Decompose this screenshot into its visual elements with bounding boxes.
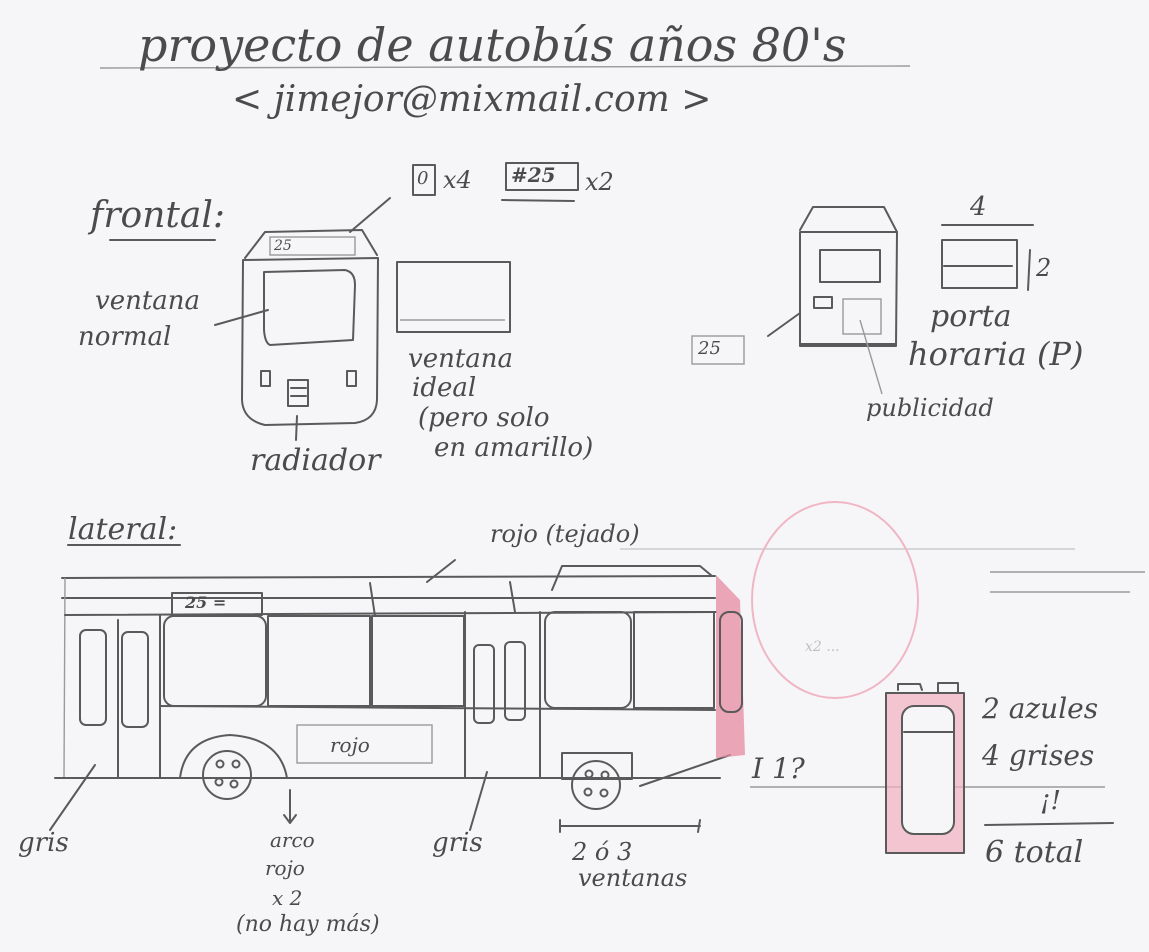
rear-route-tag: 25: [698, 338, 721, 359]
label-window-ideal-2: ideal: [412, 373, 477, 403]
total-underline: [984, 822, 1114, 826]
label-timetable-1: porta: [930, 299, 1012, 334]
label-roof: rojo (tejado): [490, 520, 640, 548]
zero-sticker-icon: [412, 164, 436, 196]
label-arch-2: rojo: [265, 856, 305, 880]
title-underline: [99, 65, 911, 69]
door-summary-grey: 4 grises: [982, 739, 1095, 772]
zero-sticker-label: 0: [417, 168, 429, 189]
label-window-normal-1: ventana: [95, 286, 201, 316]
red-rear-end-drawing: [716, 575, 745, 758]
ad-panel-label: rojo: [330, 733, 370, 757]
front-route-display: 25: [274, 238, 292, 254]
timetable-holder-drawing: [941, 224, 1034, 291]
label-window-ideal-1: ventana: [408, 344, 514, 374]
route-sticker-qty: x2: [585, 168, 614, 196]
door-summary-total: 6 total: [985, 835, 1084, 870]
lateral-heading: lateral:: [68, 512, 178, 547]
label-windows-count: 2 ó 3: [572, 838, 633, 866]
label-count: I 1?: [752, 752, 805, 785]
label-arch-4: (no hay más): [236, 912, 380, 937]
door-summary-blue: 2 azules: [982, 692, 1099, 725]
email-address: < jimejor@mixmail.com >: [232, 79, 712, 120]
label-gris-left: gris: [18, 828, 69, 858]
label-arch-3: x 2: [272, 886, 303, 910]
door-drawing: [885, 682, 965, 854]
side-route-display: 25 =: [185, 593, 227, 612]
label-gris-mid: gris: [432, 828, 483, 858]
door-summary-exclaim: ¡!: [1040, 786, 1061, 816]
label-window-normal-2: normal: [78, 322, 172, 352]
route-sticker-icon: [505, 162, 579, 191]
label-arch-1: arco: [270, 828, 315, 852]
label-windows: ventanas: [578, 864, 688, 892]
label-radiator: radiador: [250, 443, 381, 478]
rear-bus-drawing: [691, 206, 898, 395]
side-bus-drawing: [49, 559, 731, 833]
label-window-ideal-4: en amarillo): [434, 433, 594, 463]
frontal-heading: frontal:: [90, 195, 225, 236]
timetable-height: 2: [1036, 254, 1052, 282]
page-title: proyecto de autobús años 80's: [138, 18, 847, 72]
label-advertising: publicidad: [866, 394, 994, 422]
circle-note: x2 ...: [805, 639, 840, 655]
front-bus-drawing: [214, 197, 391, 441]
label-window-ideal-3: (pero solo: [418, 403, 550, 433]
ideal-window-drawing: [396, 261, 511, 333]
timetable-width: 4: [970, 192, 987, 222]
label-timetable-2: horaria (P): [908, 335, 1084, 373]
zero-sticker-qty: x4: [443, 166, 472, 194]
red-circle-highlight: [751, 501, 919, 699]
route-sticker-label: #25: [511, 163, 556, 187]
